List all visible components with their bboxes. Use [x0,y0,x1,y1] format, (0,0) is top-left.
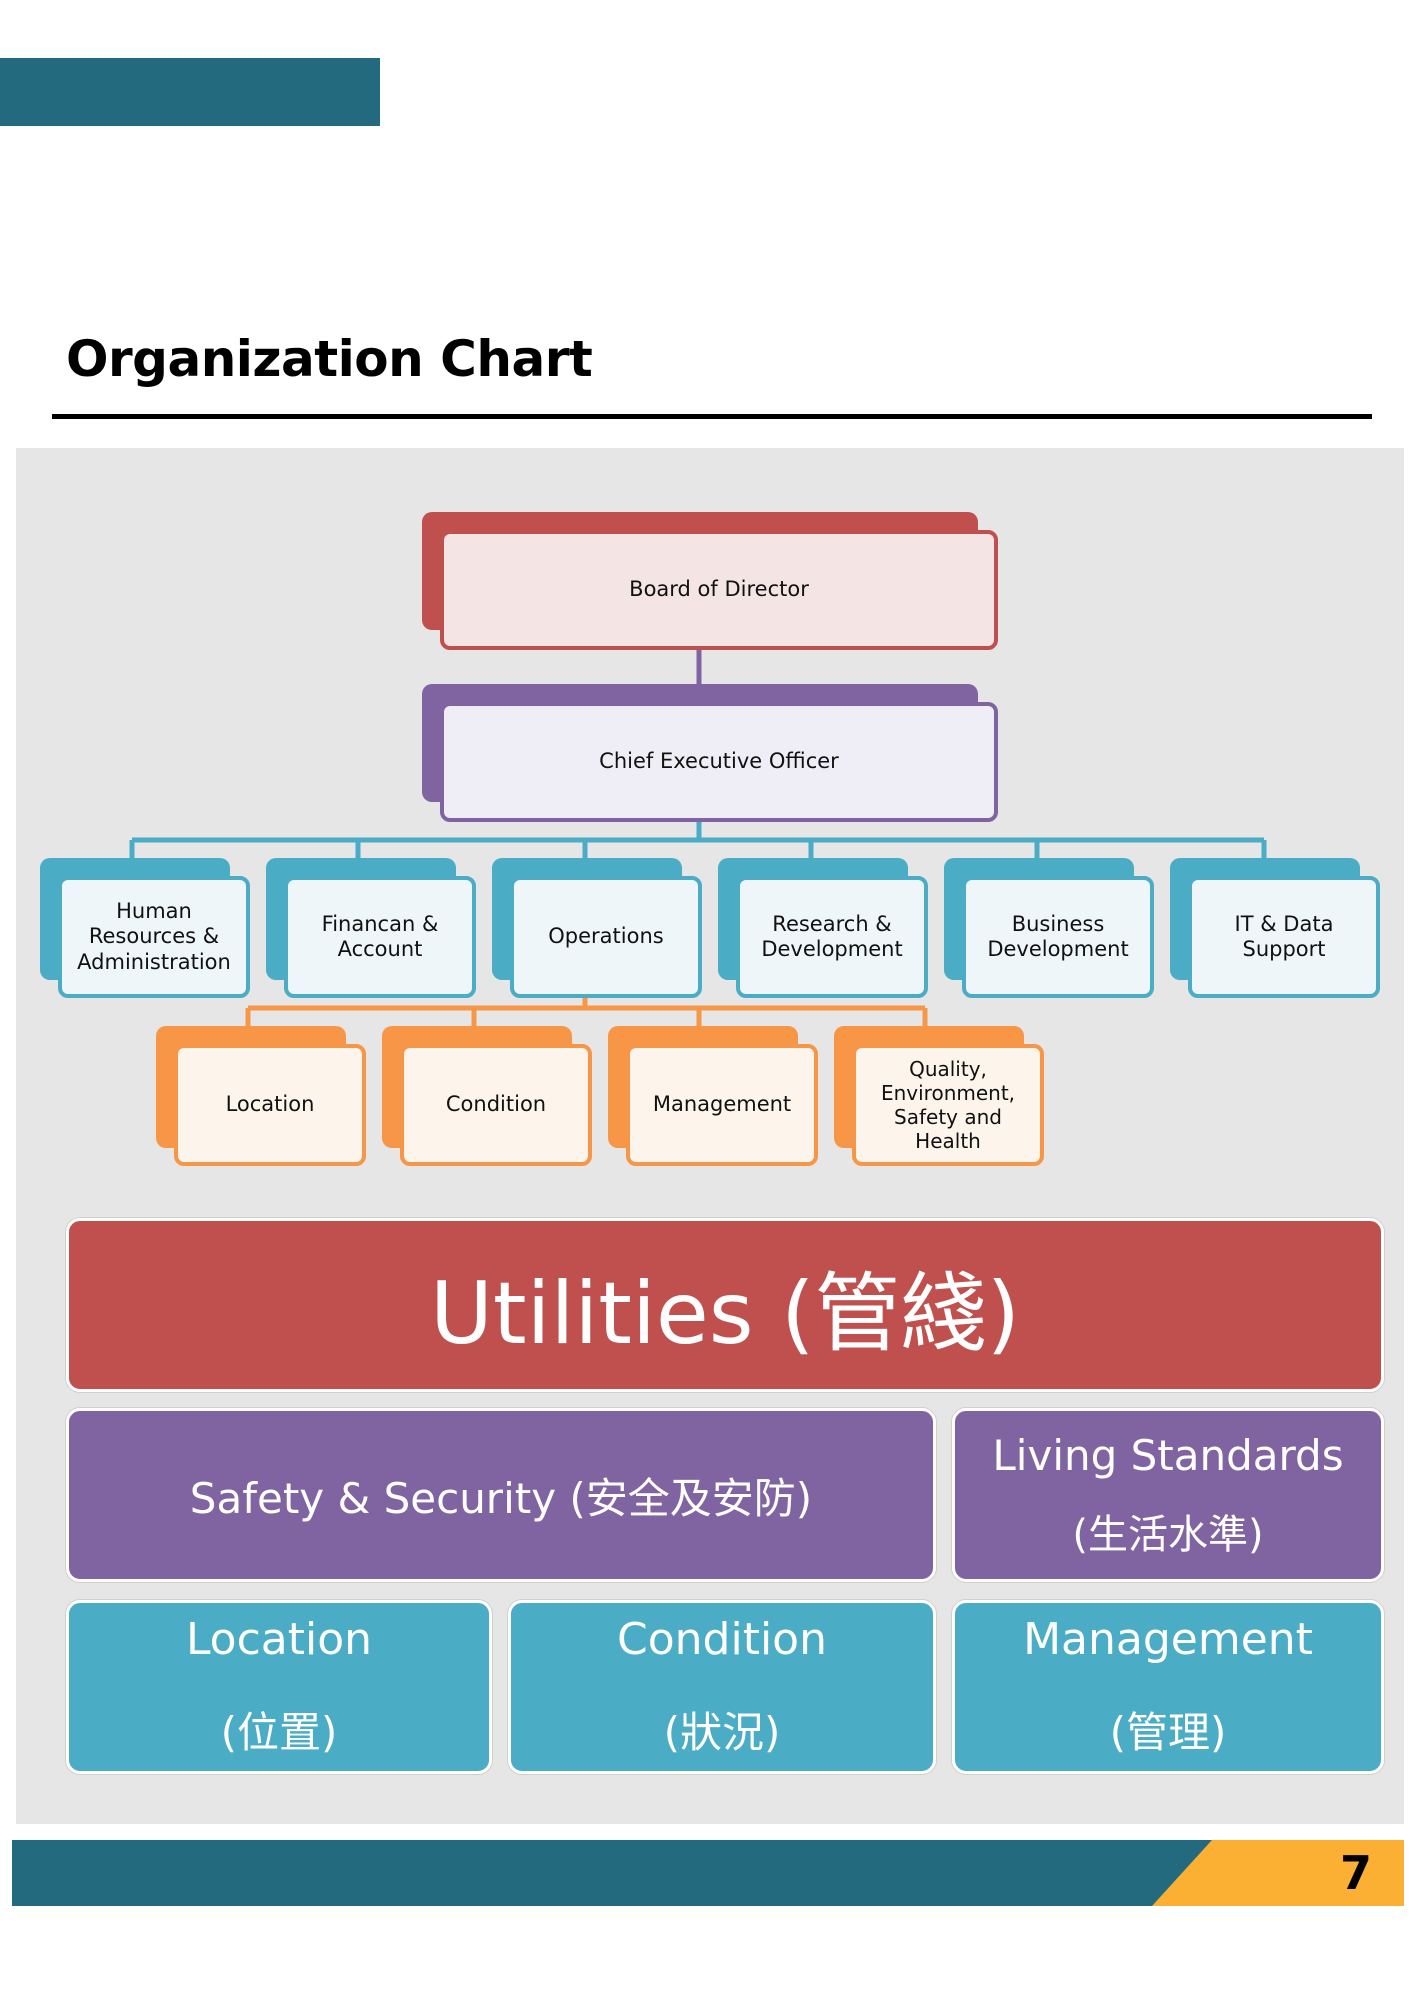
department-hr-label: Human Resources & Administration [77,899,231,974]
board-of-director-node: Board of Director [422,512,998,650]
unit-condition-label: Condition [445,1092,547,1117]
org-chart-panel: Board of Director Chief Executive Office… [16,448,1404,1824]
department-finance-node: Financan & Account [266,858,476,998]
department-operations-node: Operations [492,858,702,998]
ceo-label: Chief Executive Officer [599,749,839,774]
safety-security-block: Safety & Security (安全及安防) [66,1408,936,1582]
title-divider [52,414,1372,419]
department-operations-label: Operations [548,924,664,949]
location-block: Location (位置) [66,1600,492,1774]
org-connectors [129,648,1267,1026]
management-block-subtitle: (管理) [1109,1708,1227,1757]
department-rnd-node: Research & Development [718,858,928,998]
department-it-node: IT & Data Support [1170,858,1380,998]
unit-location-node: Location [156,1026,366,1166]
unit-qesh-node: Quality, Environment, Safety and Health [834,1026,1044,1166]
condition-block-title: Condition [617,1614,827,1665]
unit-condition-node: Condition [382,1026,592,1166]
location-block-title: Location [185,1614,373,1665]
page-number: 7 [1340,1846,1373,1900]
living-standards-title: Living Standards [992,1430,1344,1480]
page-title: Organization Chart [66,330,593,388]
department-hr-node: Human Resources & Administration [40,858,250,998]
living-standards-subtitle: (生活水準) [1072,1511,1264,1558]
condition-block: Condition (狀況) [508,1600,936,1774]
department-it-label: IT & Data Support [1234,911,1334,961]
management-block: Management (管理) [952,1600,1384,1774]
living-standards-block: Living Standards (生活水準) [952,1408,1384,1582]
condition-block-subtitle: (狀況) [663,1708,781,1757]
location-block-subtitle: (位置) [220,1708,338,1757]
safety-security-label: Safety & Security (安全及安防) [189,1473,813,1523]
ceo-node: Chief Executive Officer [422,684,998,822]
utilities-label: Utilities (管綫) [429,1263,1021,1364]
utilities-block: Utilities (管綫) [66,1218,1384,1392]
management-block-title: Management [1023,1614,1313,1665]
unit-qesh-label: Quality, Environment, Safety and Health [880,1057,1016,1153]
department-business-node: Business Development [944,858,1154,998]
department-business-label: Business Development [987,911,1129,961]
department-finance-label: Financan & Account [321,911,439,961]
unit-location-label: Location [225,1092,315,1117]
board-of-director-label: Board of Director [629,577,809,602]
department-rnd-label: Research & Development [761,911,903,961]
unit-management-label: Management [652,1092,792,1117]
unit-management-node: Management [608,1026,818,1166]
header-accent-bar [0,58,380,126]
